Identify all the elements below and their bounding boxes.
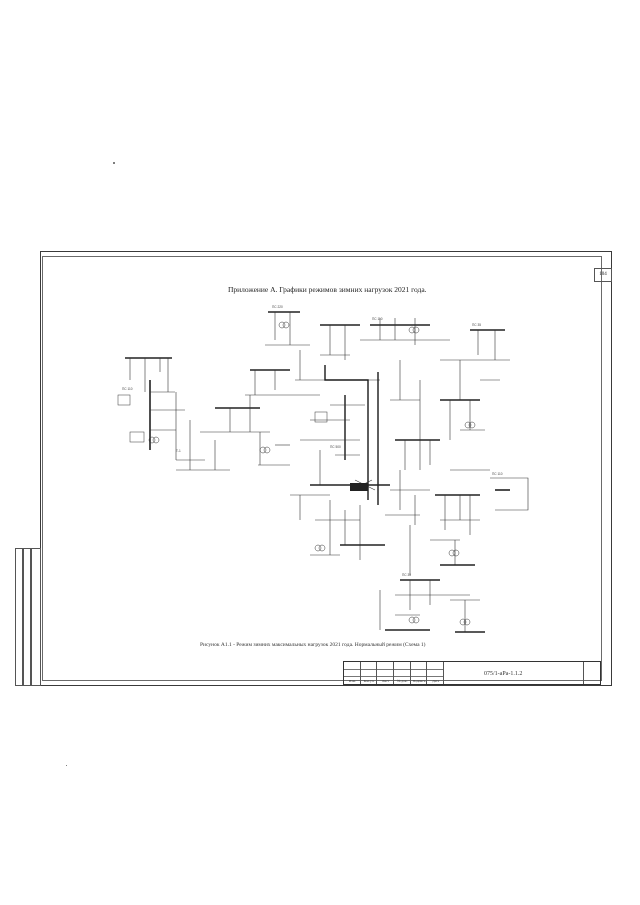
svg-text:ПС 35: ПС 35 — [402, 573, 411, 577]
diagram-right-middle-cluster: ПС 110 — [409, 469, 529, 575]
diagram-upper-cluster: ПС 220 ПС 110 — [200, 305, 450, 466]
stamp-cell — [427, 662, 445, 684]
svg-text:ПС 110: ПС 110 — [372, 317, 383, 321]
stamp-cells — [344, 662, 445, 684]
stamp-page-cell — [583, 662, 600, 684]
stamp-labels: Изм. Кол.уч. Лист № док. Подпись Дата — [344, 679, 444, 683]
stamp-label: Подпись — [412, 679, 426, 683]
stamp-cell — [360, 662, 378, 684]
stamp-label: № док. — [397, 679, 408, 683]
stamp-label: Дата — [432, 679, 440, 683]
diagram-lower-cluster: ПС 35 — [379, 573, 485, 633]
svg-text:ПС 35: ПС 35 — [472, 323, 481, 327]
svg-text:ПС 110: ПС 110 — [492, 472, 503, 476]
side-stamp — [15, 548, 41, 686]
stamp-cell — [410, 662, 428, 684]
stamp-label: Изм. — [348, 679, 356, 683]
stamp-label: Кол.уч. — [363, 679, 375, 683]
svg-text:ПС 220: ПС 220 — [272, 305, 283, 309]
figure-caption: Рисунок А1.1 - Режим зимних максимальных… — [200, 642, 426, 648]
stamp-cell — [394, 662, 411, 684]
stamp-cell — [377, 662, 395, 684]
stamp-label: Лист — [382, 679, 390, 683]
side-stamp-col — [15, 548, 23, 686]
stamp-cell — [344, 662, 361, 684]
scan-speck — [113, 162, 115, 164]
svg-text:ПС 110: ПС 110 — [122, 387, 133, 391]
side-stamp-col — [31, 548, 41, 686]
document-code: 075/1-аРа-1.1.2 — [484, 671, 523, 677]
diagram-right-upper-cluster: ПС 35 — [390, 323, 510, 470]
side-stamp-col — [23, 548, 31, 686]
svg-text:ПС 500: ПС 500 — [330, 445, 341, 449]
page-title: Приложение А. Графики режимов зимних наг… — [228, 285, 427, 294]
drawing-inner-frame — [42, 256, 602, 681]
sheet-number: 104 — [594, 268, 612, 282]
title-block-stamp: Изм. Кол.уч. Лист № док. Подпись Дата 07… — [343, 661, 601, 685]
scan-speck — [66, 765, 67, 766]
diagram-central-lines: ПС 500 — [290, 365, 430, 560]
svg-text:Т-1: Т-1 — [176, 449, 181, 453]
drawing-sheet-frame — [40, 251, 612, 686]
